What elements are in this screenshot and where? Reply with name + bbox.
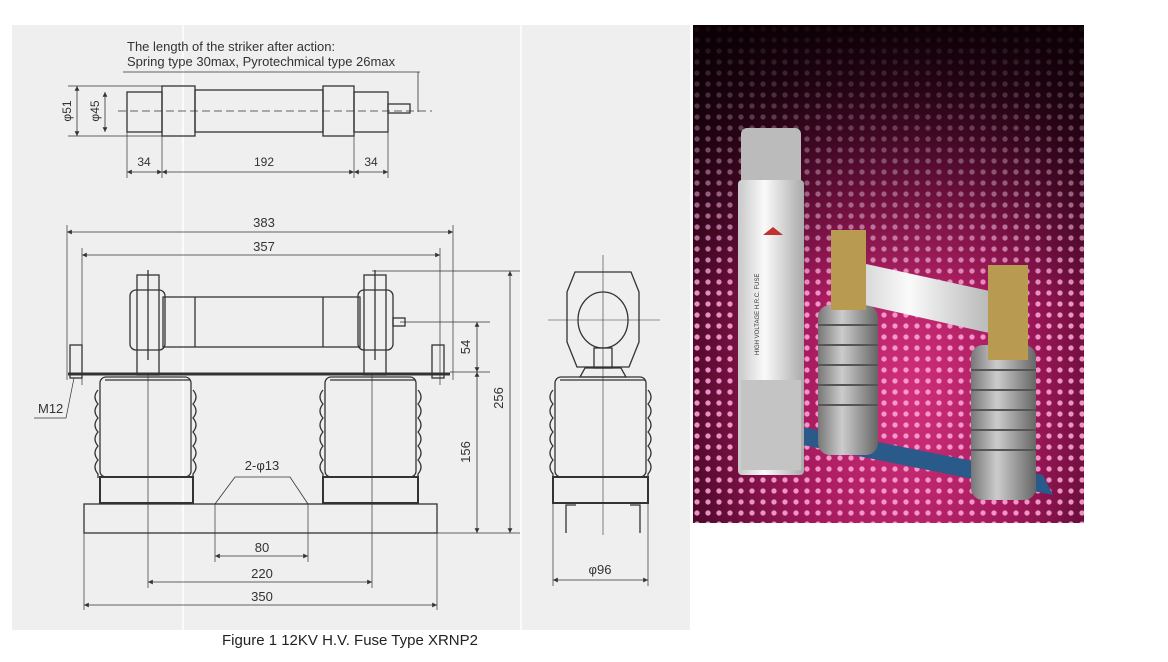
dim-cap-right: 34 xyxy=(364,155,378,169)
fuse-top-view: The length of the striker after action: … xyxy=(60,39,432,178)
insulator-right xyxy=(971,345,1036,500)
label-m12: M12 xyxy=(38,401,63,416)
insulator-left xyxy=(818,305,878,455)
dim-357: 357 xyxy=(253,239,275,254)
product-photo: HIGH VOLTAGE H.R.C. FUSE xyxy=(693,25,1084,523)
dim-80: 80 xyxy=(255,540,269,555)
dim-holes: 2-φ13 xyxy=(245,458,279,473)
dim-54: 54 xyxy=(458,340,473,354)
dim-phi96: φ96 xyxy=(589,562,612,577)
dim-383: 383 xyxy=(253,215,275,230)
technical-drawing-panel xyxy=(12,25,690,630)
dim-body: 192 xyxy=(254,155,274,169)
contact-left xyxy=(831,230,866,310)
fuse-side-view: φ96 xyxy=(548,255,660,586)
striker-note-line1: The length of the striker after action: xyxy=(127,39,335,54)
svg-text:HIGH VOLTAGE H.R.C. FUSE: HIGH VOLTAGE H.R.C. FUSE xyxy=(755,274,761,355)
dim-cap-left: 34 xyxy=(137,155,151,169)
mounted-fuse xyxy=(843,260,1008,335)
dim-phi51: φ51 xyxy=(60,100,74,121)
contact-right xyxy=(988,265,1028,360)
dim-156: 156 xyxy=(458,441,473,463)
figure-caption: Figure 1 12KV H.V. Fuse Type XRNP2 xyxy=(222,632,478,649)
standalone-fuse: HIGH VOLTAGE H.R.C. FUSE xyxy=(738,128,804,475)
fuse-front-view: 383 357 2-φ13 80 220 350 54 156 256 M12 xyxy=(34,215,520,610)
dim-350: 350 xyxy=(251,589,273,604)
striker-note-line2: Spring type 30max, Pyrotechmical type 26… xyxy=(127,54,396,69)
dim-256: 256 xyxy=(491,387,506,409)
dim-220: 220 xyxy=(251,566,273,581)
dim-phi45: φ45 xyxy=(88,100,102,121)
